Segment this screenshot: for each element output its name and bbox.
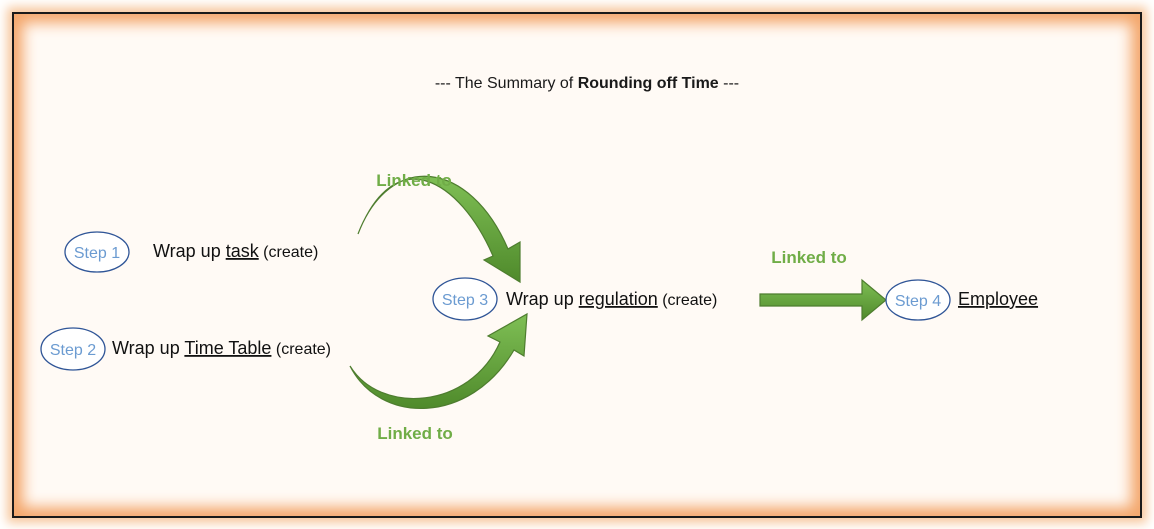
title-suffix: --- — [719, 75, 739, 92]
step-2-prefix: Wrap up — [112, 338, 184, 358]
step-4-text: Employee — [958, 289, 1038, 309]
step-1-suffix: (create) — [259, 244, 319, 261]
step-2-circle — [40, 327, 106, 371]
curved-arrow-top — [357, 175, 521, 284]
step-4-label: Step 4 — [895, 293, 941, 310]
step-4-underlined: Employee — [958, 289, 1038, 309]
step-4: Step 4 Employee — [885, 279, 1038, 321]
step-1-underlined: task — [226, 241, 260, 261]
step-2-suffix: (create) — [271, 341, 331, 358]
straight-arrow — [759, 278, 887, 322]
diagram-title: --- The Summary of Rounding off Time --- — [435, 75, 739, 92]
curved-arrow-bottom — [349, 312, 528, 409]
step-3-circle — [432, 277, 498, 321]
step-1-circle — [64, 231, 130, 273]
step-4-circle — [885, 279, 951, 321]
title-prefix: --- The Summary of — [435, 75, 578, 92]
step-2-label: Step 2 — [50, 342, 96, 359]
diagram-frame — [12, 12, 1142, 518]
title-bold: Rounding off Time — [578, 75, 719, 92]
step-3-suffix: (create) — [658, 292, 718, 309]
step-3: Step 3 Wrap up regulation (create) — [432, 277, 717, 321]
step-1-text: Wrap up task (create) — [153, 241, 318, 261]
step-3-text: Wrap up regulation (create) — [506, 289, 717, 309]
link-label-top: Linked to — [376, 171, 452, 190]
step-2-underlined: Time Table — [184, 338, 271, 358]
step-2-text: Wrap up Time Table (create) — [112, 338, 331, 358]
step-2: Step 2 Wrap up Time Table (create) — [40, 327, 331, 371]
link-label-bottom: Linked to — [377, 424, 453, 443]
step-3-underlined: regulation — [579, 289, 658, 309]
step-1-prefix: Wrap up — [153, 241, 226, 261]
link-label-right: Linked to — [771, 248, 847, 267]
step-3-prefix: Wrap up — [506, 289, 579, 309]
step-3-label: Step 3 — [442, 292, 488, 309]
step-1: Step 1 Wrap up task (create) — [64, 231, 318, 273]
step-1-label: Step 1 — [74, 245, 120, 262]
